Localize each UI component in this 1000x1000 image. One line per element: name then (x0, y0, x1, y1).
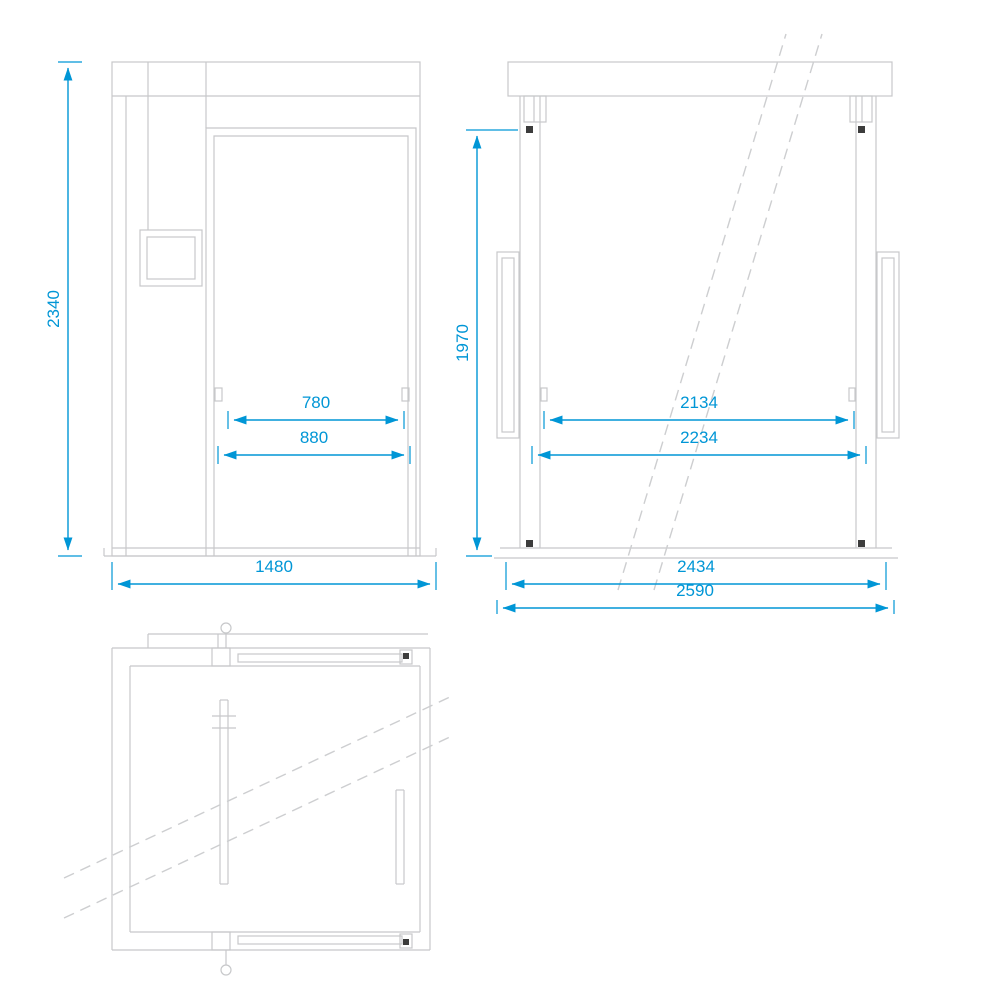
hinge-pin-bottom (220, 964, 232, 976)
section-break-lines (617, 33, 823, 591)
front-elevation-view: 2340 780 880 1480 (44, 61, 437, 590)
door-frame-inner (213, 135, 409, 556)
dim-label-front-door-leaf-width: 880 (300, 428, 328, 447)
door-frame-outer (205, 127, 417, 556)
pivot-top-right (858, 126, 865, 133)
dim-section-frame-outer-width: 2434 (505, 557, 887, 590)
plan-door-leaf-bottom (237, 935, 403, 945)
header-beam (507, 61, 893, 97)
plan-break-lines (63, 695, 453, 919)
plan-door-leaf-top (237, 653, 403, 663)
side-bracket-right (876, 251, 900, 439)
control-panel (139, 229, 203, 287)
dim-front-door-leaf-width: 880 (217, 428, 411, 464)
section-elevation-view: 1970 2134 2234 2434 2590 (453, 33, 900, 614)
plan-view-geometry (111, 622, 431, 976)
dim-section-leaf-span-width: 2234 (531, 428, 867, 464)
dim-label-section-door-clear-height: 1970 (453, 324, 472, 362)
dim-label-front-overall-width: 1480 (255, 557, 293, 576)
dim-section-clear-passage-width: 2134 (543, 393, 855, 429)
side-bracket-left (496, 251, 520, 439)
door-latch-left (214, 387, 223, 402)
plan-view (63, 622, 453, 976)
dim-front-overall-height: 2340 (44, 61, 82, 557)
dim-label-front-overall-height: 2340 (44, 290, 63, 328)
dim-label-section-overall-width: 2590 (676, 581, 714, 600)
pivot-top-left (526, 126, 533, 133)
dim-front-overall-width: 1480 (111, 557, 437, 590)
dim-section-door-clear-height: 1970 (453, 129, 518, 557)
hinge-pin-top (220, 622, 232, 634)
door-latch-right (401, 387, 410, 402)
plan-pivot-top-right (403, 653, 409, 659)
control-panel-screen (146, 236, 196, 280)
dim-section-overall-width: 2590 (496, 581, 895, 614)
dim-label-section-frame-outer-width: 2434 (677, 557, 715, 576)
dim-label-section-clear-passage-width: 2134 (680, 393, 718, 412)
front-view-geometry (103, 61, 437, 557)
dim-label-front-door-clear-width: 780 (302, 393, 330, 412)
dim-front-door-clear-width: 780 (227, 393, 405, 429)
plan-pivot-bottom-right (403, 939, 409, 945)
dim-label-section-leaf-span-width: 2234 (680, 428, 718, 447)
section-view-geometry (494, 61, 900, 559)
pivot-bottom-left (526, 540, 533, 547)
pivot-bottom-right (858, 540, 865, 547)
